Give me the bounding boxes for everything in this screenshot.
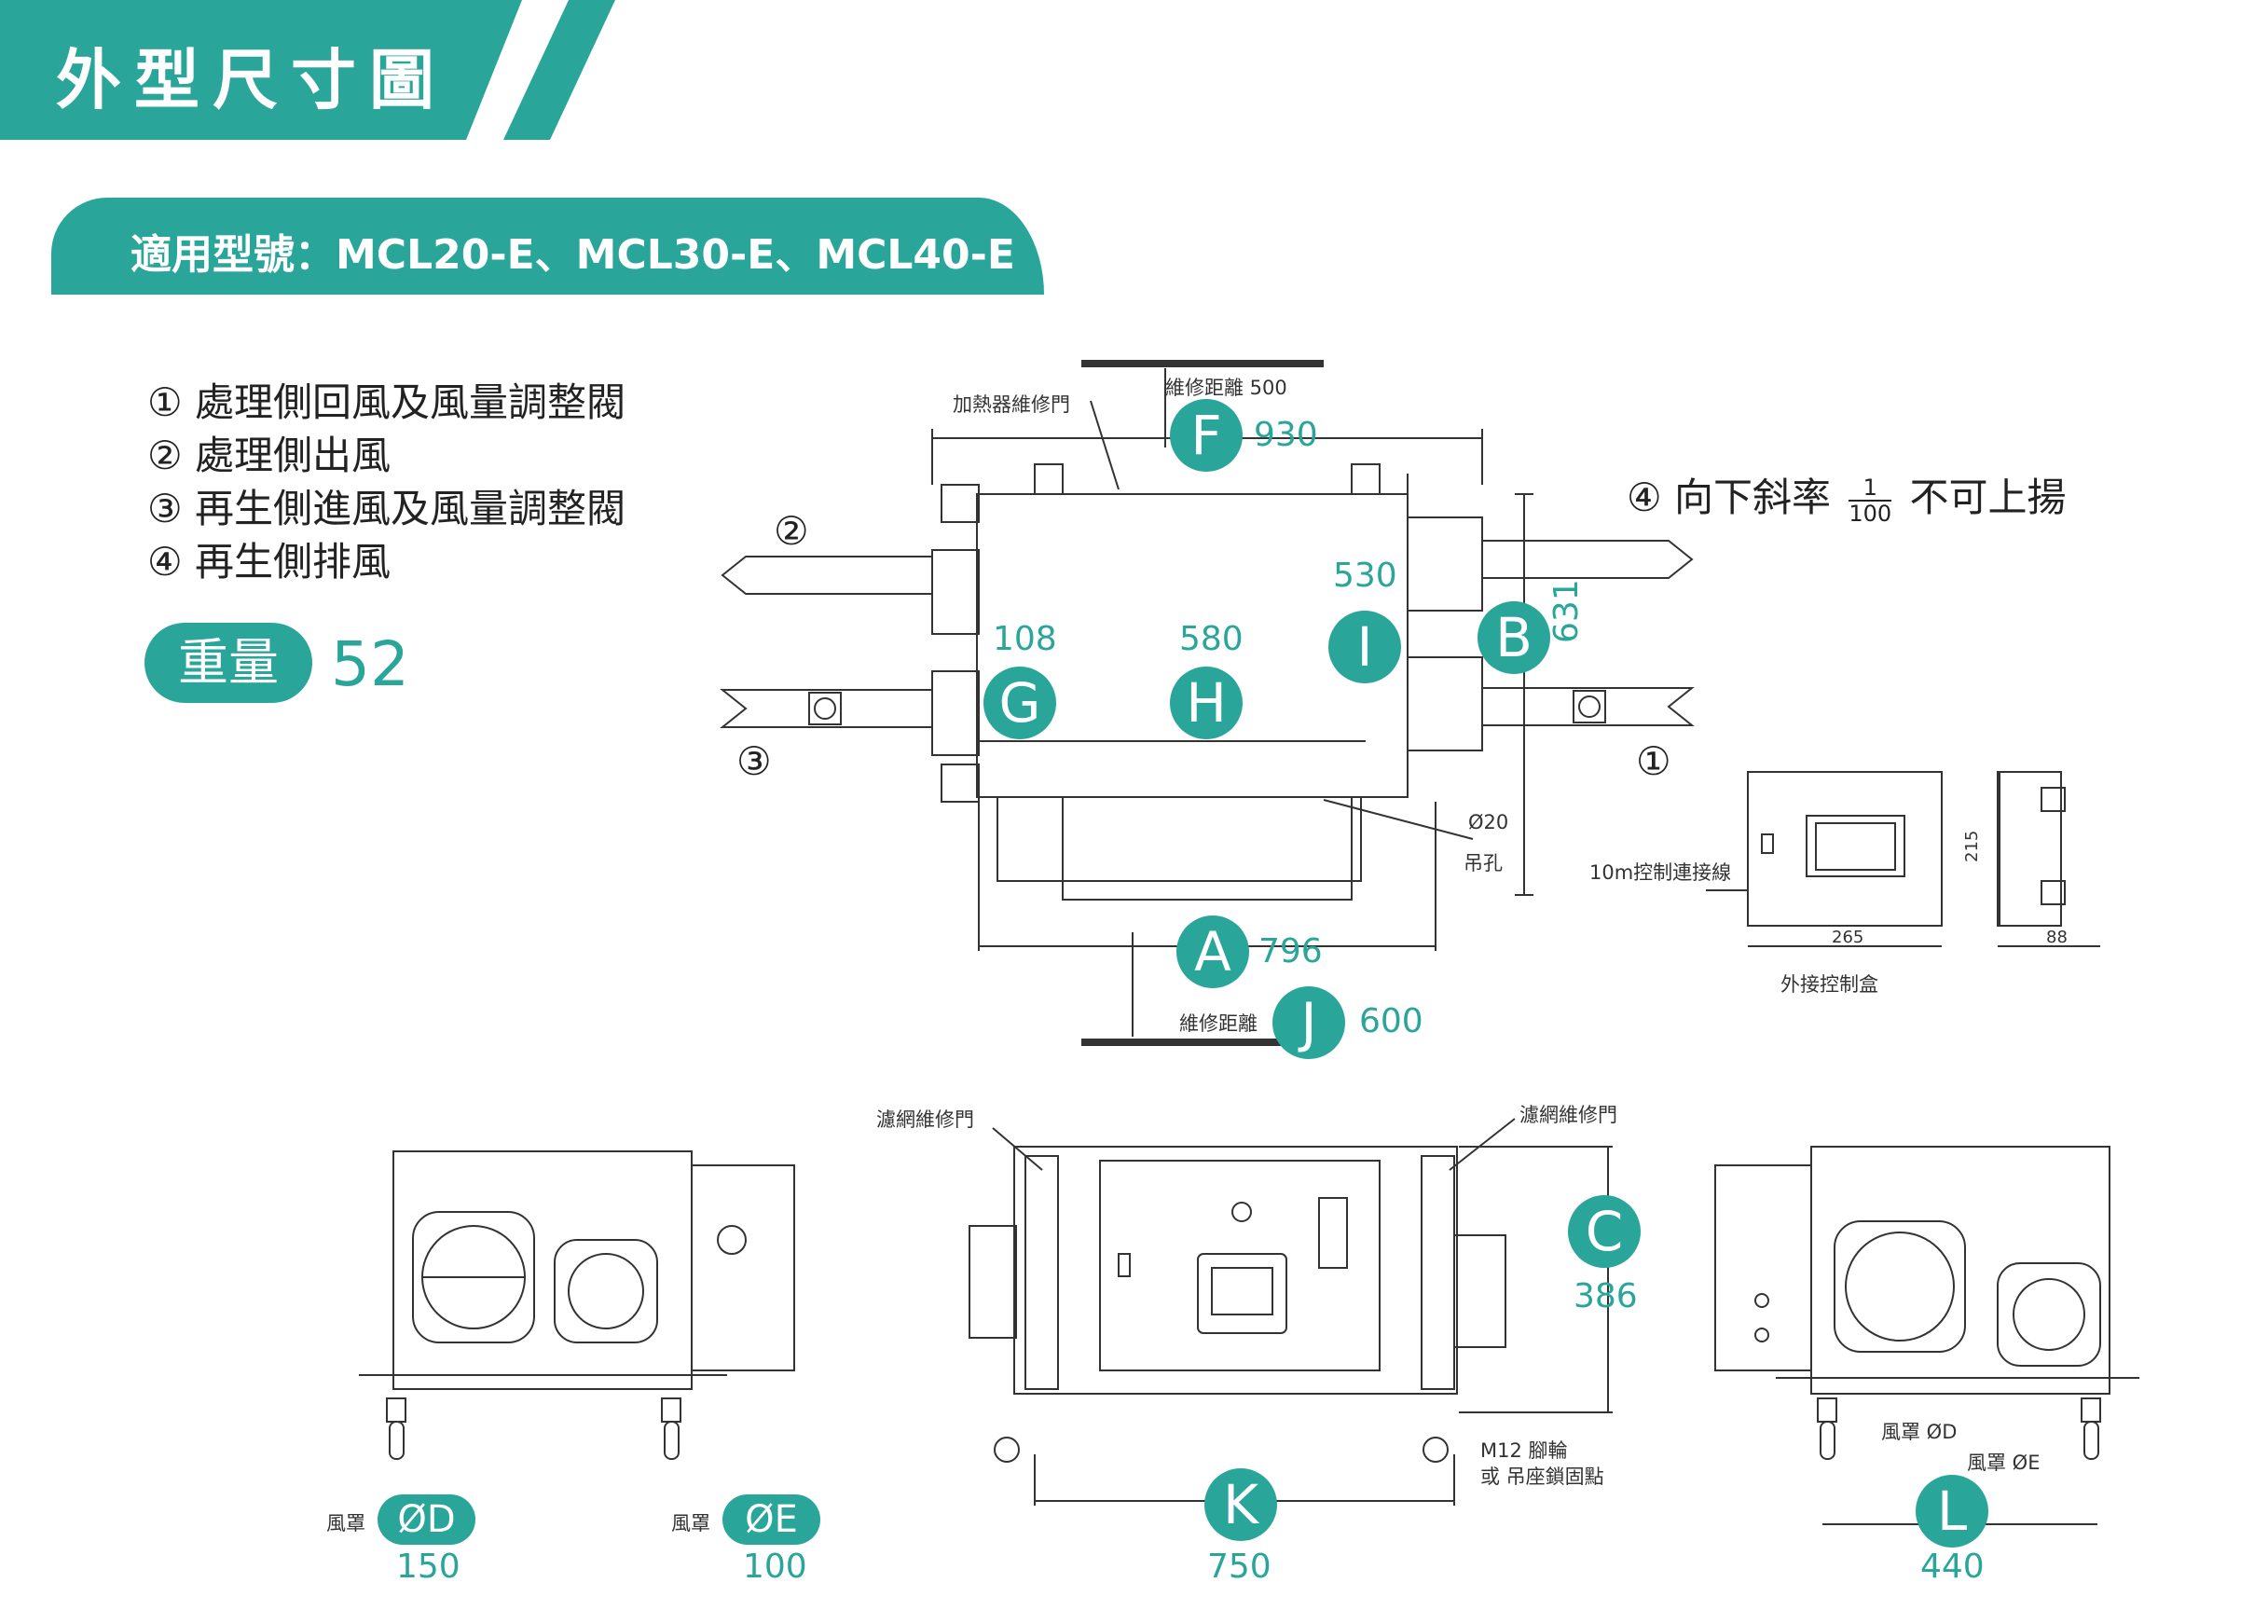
dim-value-a: 796 (1258, 932, 1323, 970)
hole-diameter-label: Ø20 (1468, 811, 1509, 833)
caster-label: M12 腳輪 (1480, 1439, 1568, 1462)
dim-value-j: 600 (1359, 1002, 1423, 1040)
control-box-width: 265 (1832, 928, 1864, 947)
dim-badge-i: I (1328, 611, 1401, 683)
hood-d-value: 150 (396, 1548, 460, 1586)
dim-badge-g: G (983, 667, 1056, 739)
dim-value-b: 631 (1547, 579, 1586, 643)
hood-d-right-label: 風罩 ØD (1881, 1421, 1958, 1443)
heater-door-label: 加熱器維修門 (953, 393, 1070, 416)
title-banner (0, 0, 522, 140)
legend-item-4: ④ 再生側排風 (147, 539, 392, 585)
dim-badge-h: H (1170, 667, 1243, 739)
slope-suffix: 不可上揚 (1909, 475, 2067, 520)
hood-d-label: 風罩 (326, 1512, 365, 1535)
hood-e-value: 100 (743, 1548, 807, 1586)
weight-badge: 重量 (144, 623, 312, 703)
legend-item-2: ② 處理側出風 (147, 433, 392, 478)
hood-e-label: 風罩 (671, 1512, 710, 1535)
dim-value-f: 930 (1254, 416, 1318, 454)
model-banner (51, 198, 1044, 295)
dim-value-l: 440 (1920, 1548, 1985, 1586)
filter-door-right-label: 濾網維修門 (1519, 1104, 1617, 1126)
maintenance-top-label: 維修距離 500 (1165, 377, 1287, 399)
control-box-caption: 外接控制盒 (1780, 973, 1878, 996)
port-1-label: ① (1636, 738, 1671, 784)
legend-item-3: ③ 再生側進風及風量調整閥 (147, 486, 626, 531)
legend-item-1: ① 處理側回風及風量調整閥 (147, 379, 626, 425)
slope-note: ④ 向下斜率 1 100 不可上揚 (1627, 466, 2067, 526)
filter-door-left-label: 濾網維修門 (876, 1108, 974, 1131)
page-title: 外型尺寸圖 (56, 42, 447, 118)
hood-e-badge: ØE (722, 1494, 820, 1545)
control-cable-label: 10m控制連接線 (1589, 861, 1732, 884)
dim-value-h: 580 (1179, 620, 1244, 658)
port-2-label: ② (774, 508, 809, 554)
dim-badge-k: K (1204, 1468, 1277, 1541)
hanging-hole-label: 吊孔 (1464, 852, 1503, 874)
slope-denominator: 100 (1849, 500, 1892, 527)
slope-numerator: 1 (1849, 475, 1892, 502)
dim-badge-f: F (1170, 399, 1243, 472)
control-box-height: 215 (1962, 830, 1982, 862)
maintenance-bottom-label: 維修距離 (1179, 1012, 1258, 1035)
slope-prefix: ④ 向下斜率 (1627, 475, 1832, 520)
dim-value-c: 386 (1574, 1277, 1638, 1315)
dim-value-g: 108 (993, 620, 1057, 658)
port-3-label: ③ (736, 738, 772, 784)
control-box-depth: 88 (2046, 928, 2068, 947)
slope-fraction: 1 100 (1849, 475, 1892, 527)
model-label: 適用型號：MCL20-E、MCL30-E、MCL40-E (131, 231, 1015, 279)
dim-badge-j: J (1272, 986, 1345, 1059)
dim-value-i: 530 (1333, 557, 1397, 595)
dim-badge-b: B (1478, 601, 1550, 674)
dim-badge-l: L (1916, 1475, 1988, 1548)
dim-badge-a: A (1176, 915, 1249, 988)
caster-label-2: 或 吊座鎖固點 (1480, 1466, 1604, 1488)
hood-d-badge: ØD (378, 1494, 475, 1545)
hood-e-right-label: 風罩 ØE (1967, 1452, 2041, 1474)
weight-value: 52 (331, 628, 409, 700)
dim-badge-c: C (1568, 1195, 1641, 1268)
dim-value-k: 750 (1207, 1548, 1271, 1586)
